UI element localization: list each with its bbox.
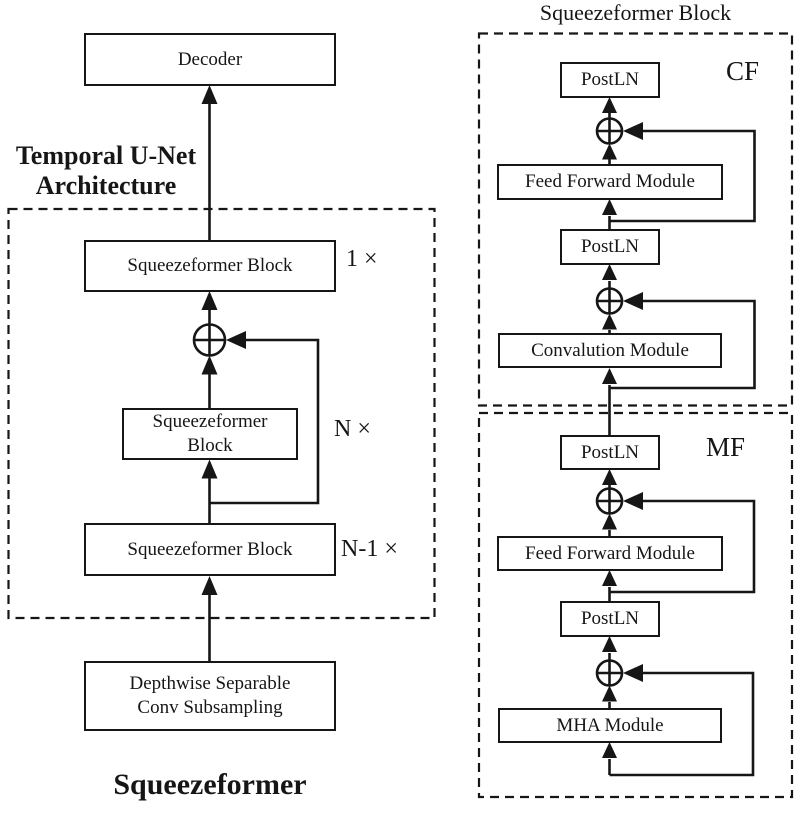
cf-convolution-label: Convalution Module	[531, 339, 689, 361]
residual-connector-mha-mf	[609, 664, 755, 777]
arrow-add-to-postln-mf-top	[602, 469, 617, 489]
cf-feed-forward-label: Feed Forward Module	[525, 171, 695, 193]
unet-skip-connector	[209, 331, 320, 505]
add-icon	[595, 287, 624, 315]
squeezeformer-block-top-box: Squeezeformer Block	[84, 240, 336, 292]
arrow-add-to-postln-cf-mid	[602, 264, 617, 289]
conv-subsampling-box: Depthwise Separable Conv Subsampling	[84, 661, 336, 731]
arrow-midblock-to-add	[201, 355, 218, 408]
cf-dashed-box	[477, 32, 794, 407]
cf-postln-mid-box: PostLN	[560, 229, 660, 265]
unet-dashed-box	[7, 207, 436, 620]
squeezeformer-caption: Squeezeformer	[113, 768, 307, 801]
cf-postln-mid-label: PostLN	[580, 236, 640, 258]
residual-connector-conv-cf	[609, 292, 756, 390]
decoder-label: Decoder	[177, 48, 243, 70]
arrow-add-to-postln-mf-mid	[602, 636, 617, 661]
arrow-add-to-topblock	[201, 291, 218, 325]
mf-postln-mid-label: PostLN	[580, 608, 640, 630]
multiplier-label-1x: 1 ×	[346, 246, 378, 272]
mf-postln-top-label: PostLN	[580, 441, 640, 463]
squeezeformer-block-bottom-label: Squeezeformer Block	[127, 538, 293, 560]
mf-mha-box: MHA Module	[498, 708, 722, 743]
arrow-postln-to-ffm-mf	[602, 570, 617, 601]
add-icon	[192, 323, 227, 357]
squeezeformer-block-top-label: Squeezeformer Block	[127, 255, 293, 277]
cf-convolution-box: Convalution Module	[498, 333, 722, 368]
add-icon	[595, 487, 624, 515]
arrow-ffm-to-add-mf	[602, 513, 617, 536]
cf-postln-top-label: PostLN	[580, 69, 640, 91]
decoder-box: Decoder	[84, 33, 336, 86]
conv-subsampling-label-line1: Depthwise Separable	[129, 673, 291, 695]
squeezeformer-block-mid-label-line2: Block	[187, 435, 233, 456]
squeezeformer-block-mid-box: Squeezeformer Block	[122, 408, 298, 460]
mf-postln-mid-box: PostLN	[560, 601, 660, 637]
residual-connector-ffm-cf	[609, 122, 756, 223]
add-icon	[595, 117, 624, 145]
mf-postln-top-box: PostLN	[560, 435, 660, 470]
residual-connector-ffm-mf	[609, 492, 756, 594]
conv-subsampling-label-line2: Conv Subsampling	[137, 697, 283, 718]
mf-dashed-box	[477, 411, 794, 799]
mf-tag-label: MF	[706, 432, 746, 462]
squeezeformer-block-title: Squeezeformer Block	[539, 0, 732, 25]
add-icon	[595, 659, 624, 687]
arrow-mha-to-add-mf	[602, 685, 617, 708]
arrow-ffm-to-add-cf	[602, 143, 617, 164]
squeezeformer-block-mid-label-line1: Squeezeformer	[152, 411, 268, 433]
arrow-bottomblock-to-midblock	[201, 459, 218, 523]
arrow-subsampling-to-bottomblock	[201, 576, 218, 661]
mf-feed-forward-label: Feed Forward Module	[525, 542, 695, 564]
unet-title-line2: Architecture	[35, 171, 177, 201]
arrow-mf-to-conv	[602, 368, 617, 435]
unet-architecture-title: Temporal U-Net Architecture	[0, 141, 212, 201]
arrow-add-to-postln-cf-top	[602, 97, 617, 119]
cf-feed-forward-box: Feed Forward Module	[497, 164, 723, 200]
mf-mha-label: MHA Module	[556, 714, 664, 736]
cf-tag-label: CF	[726, 56, 760, 86]
multiplier-label-nx: N ×	[334, 416, 371, 442]
arrow-postln-to-ffm-cf	[602, 199, 617, 229]
unet-title-line1: Temporal U-Net	[15, 141, 197, 170]
mf-feed-forward-box: Feed Forward Module	[497, 536, 723, 571]
multiplier-label-n-1x: N-1 ×	[341, 536, 398, 562]
arrow-conv-to-add-cf	[602, 313, 617, 333]
cf-postln-top-box: PostLN	[560, 62, 660, 98]
arrow-input-to-mha	[602, 742, 617, 775]
squeezeformer-block-bottom-box: Squeezeformer Block	[84, 523, 336, 576]
